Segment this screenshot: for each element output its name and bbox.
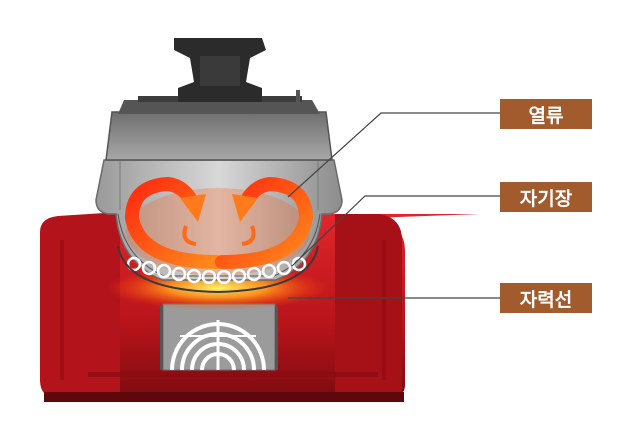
label-convection: 열류 <box>500 99 592 129</box>
induction-coil-icon <box>126 256 307 285</box>
curved-arrow-icon <box>124 176 223 269</box>
curved-arrow-icon <box>241 225 256 246</box>
label-magnetic-field: 자기장 <box>500 182 592 212</box>
callout-line-magnetic-field <box>291 195 500 267</box>
label-magnetic-lines: 자력선 <box>500 283 592 313</box>
fan-grille <box>160 303 278 371</box>
curved-arrow-icon <box>215 176 314 269</box>
pot-lid <box>105 96 333 161</box>
curved-arrow-icon <box>182 225 197 246</box>
coil-tray <box>117 245 319 294</box>
callout-line-convection <box>287 112 500 198</box>
lid-handle <box>174 38 300 102</box>
